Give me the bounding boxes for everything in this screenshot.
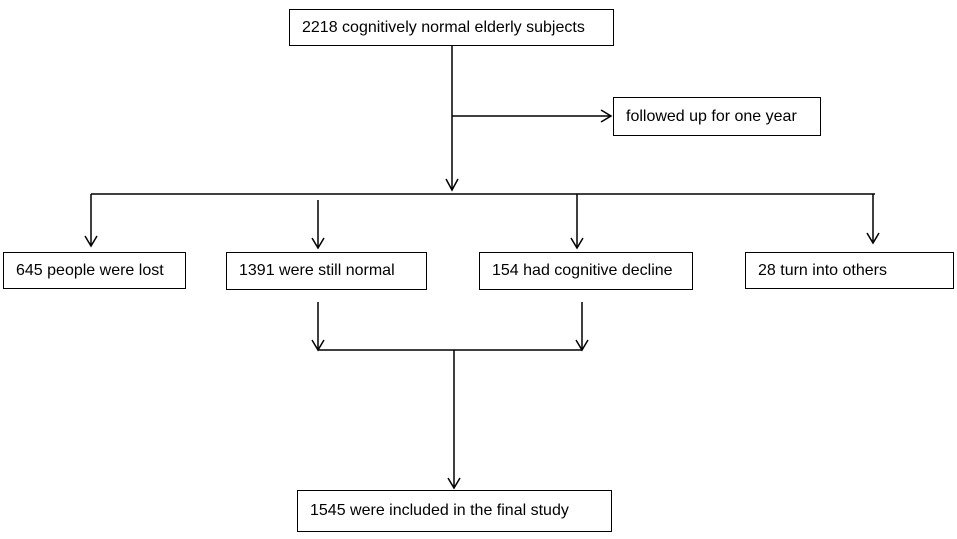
- trunk-arrowhead: [445, 178, 459, 192]
- box-cognitive-decline: 154 had cognitive decline: [479, 252, 693, 290]
- box-final-study-label: 1545 were included in the final study: [310, 502, 569, 519]
- box-initial-subjects: 2218 cognitively normal elderly subjects: [289, 9, 614, 46]
- branch-lost-arrowhead: [84, 235, 98, 248]
- box-follow-up: followed up for one year: [613, 97, 821, 136]
- box-lost-label: 645 people were lost: [16, 261, 164, 279]
- follow-up-arrowhead: [600, 109, 613, 123]
- branch-others-arrowhead: [866, 232, 880, 245]
- box-still-normal: 1391 were still normal: [226, 252, 427, 290]
- branch-normal-arrowhead: [311, 237, 325, 250]
- box-cognitive-decline-label: 154 had cognitive decline: [492, 262, 673, 279]
- box-others: 28 turn into others: [745, 252, 954, 289]
- box-others-label: 28 turn into others: [758, 261, 887, 279]
- box-lost: 645 people were lost: [3, 252, 186, 289]
- box-follow-up-label: followed up for one year: [626, 107, 797, 125]
- branch-decline-arrowhead: [570, 237, 584, 250]
- box-still-normal-label: 1391 were still normal: [239, 262, 395, 279]
- box-initial-subjects-label: 2218 cognitively normal elderly subjects: [302, 18, 585, 36]
- final-arrowhead: [447, 477, 461, 490]
- box-final-study: 1545 were included in the final study: [297, 490, 612, 532]
